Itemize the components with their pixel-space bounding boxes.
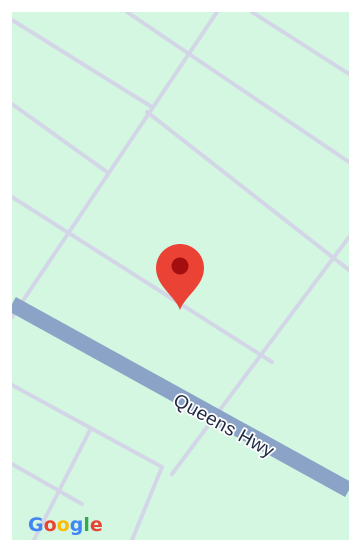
logo-letter: o: [44, 514, 57, 536]
map-canvas[interactable]: Queens Hwy Google: [12, 12, 349, 540]
logo-letter: o: [57, 514, 70, 536]
street: [12, 12, 219, 319]
logo-letter: l: [83, 514, 90, 536]
pin-center-dot: [171, 257, 189, 275]
street: [170, 235, 349, 476]
logo-letter: g: [70, 514, 84, 536]
street: [12, 383, 164, 469]
street: [130, 465, 164, 540]
street: [32, 428, 92, 540]
street: [145, 110, 349, 272]
street: [12, 195, 274, 364]
logo-letter: e: [90, 514, 103, 536]
pin-body: [156, 244, 204, 310]
street: [12, 462, 84, 506]
logo-letter: G: [28, 514, 44, 536]
street: [125, 12, 349, 164]
highway-road: [12, 296, 349, 498]
street: [250, 12, 349, 76]
street: [12, 102, 109, 174]
map-pin-icon[interactable]: [156, 244, 204, 310]
google-logo: Google: [28, 514, 103, 536]
street: [12, 18, 154, 109]
map-view[interactable]: Queens Hwy Google: [12, 12, 349, 540]
street-network: [12, 12, 349, 540]
